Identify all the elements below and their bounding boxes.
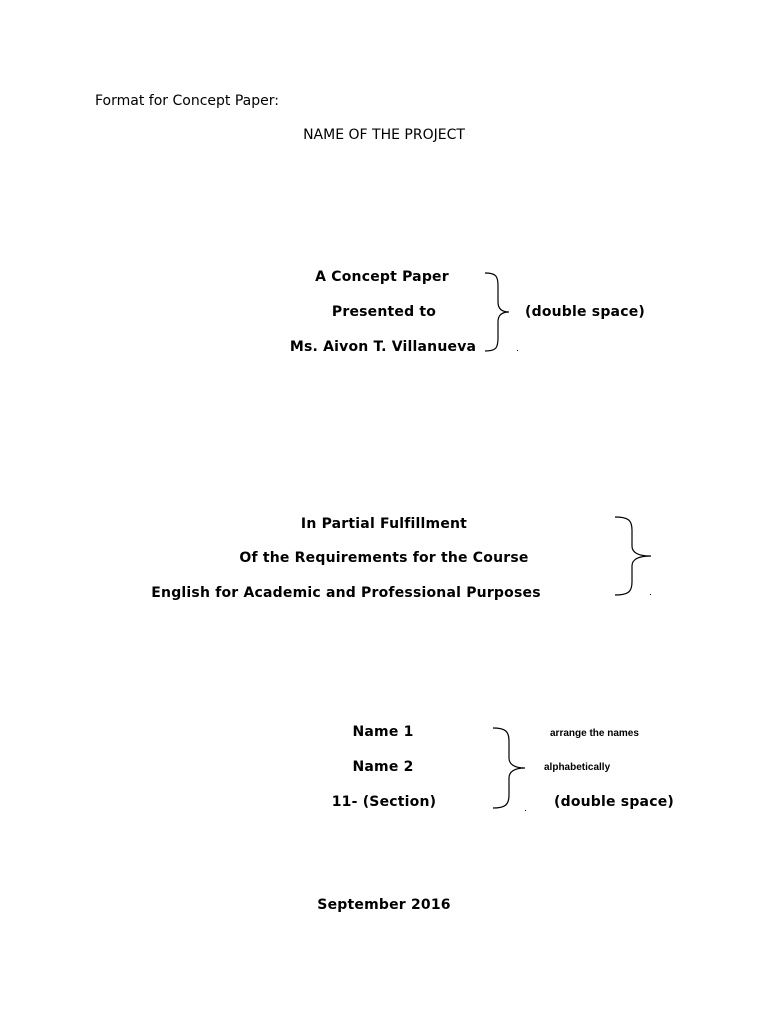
double-space-note: (double space) <box>554 794 674 810</box>
name-1-line: Name 1 <box>352 724 414 740</box>
teacher-name-line: Ms. Aivon T. Villanueva <box>289 339 477 355</box>
name-2-line: Name 2 <box>352 759 414 775</box>
fulfillment-brace-icon <box>614 516 652 596</box>
concept-paper-line: A Concept Paper <box>315 269 449 285</box>
brace-tick-mark <box>517 350 518 351</box>
arrange-names-note: arrange the names <box>550 728 639 739</box>
date-line: September 2016 <box>317 897 451 913</box>
double-space-note: (double space) <box>525 304 645 320</box>
course-name-line: English for Academic and Professional Pu… <box>151 585 541 601</box>
partial-fulfillment-line: In Partial Fulfillment <box>300 516 468 532</box>
section-line: 11- (Section) <box>331 794 437 810</box>
names-brace-icon <box>492 727 526 809</box>
brace-tick-mark <box>650 594 651 595</box>
format-label: Format for Concept Paper: <box>95 93 279 109</box>
presented-brace-icon <box>484 272 510 352</box>
alphabetically-note: alphabetically <box>544 762 611 773</box>
brace-tick-mark <box>525 810 526 811</box>
requirements-line: Of the Requirements for the Course <box>239 550 529 566</box>
presented-to-line: Presented to <box>331 304 437 320</box>
project-name-title: NAME OF THE PROJECT <box>303 127 465 143</box>
